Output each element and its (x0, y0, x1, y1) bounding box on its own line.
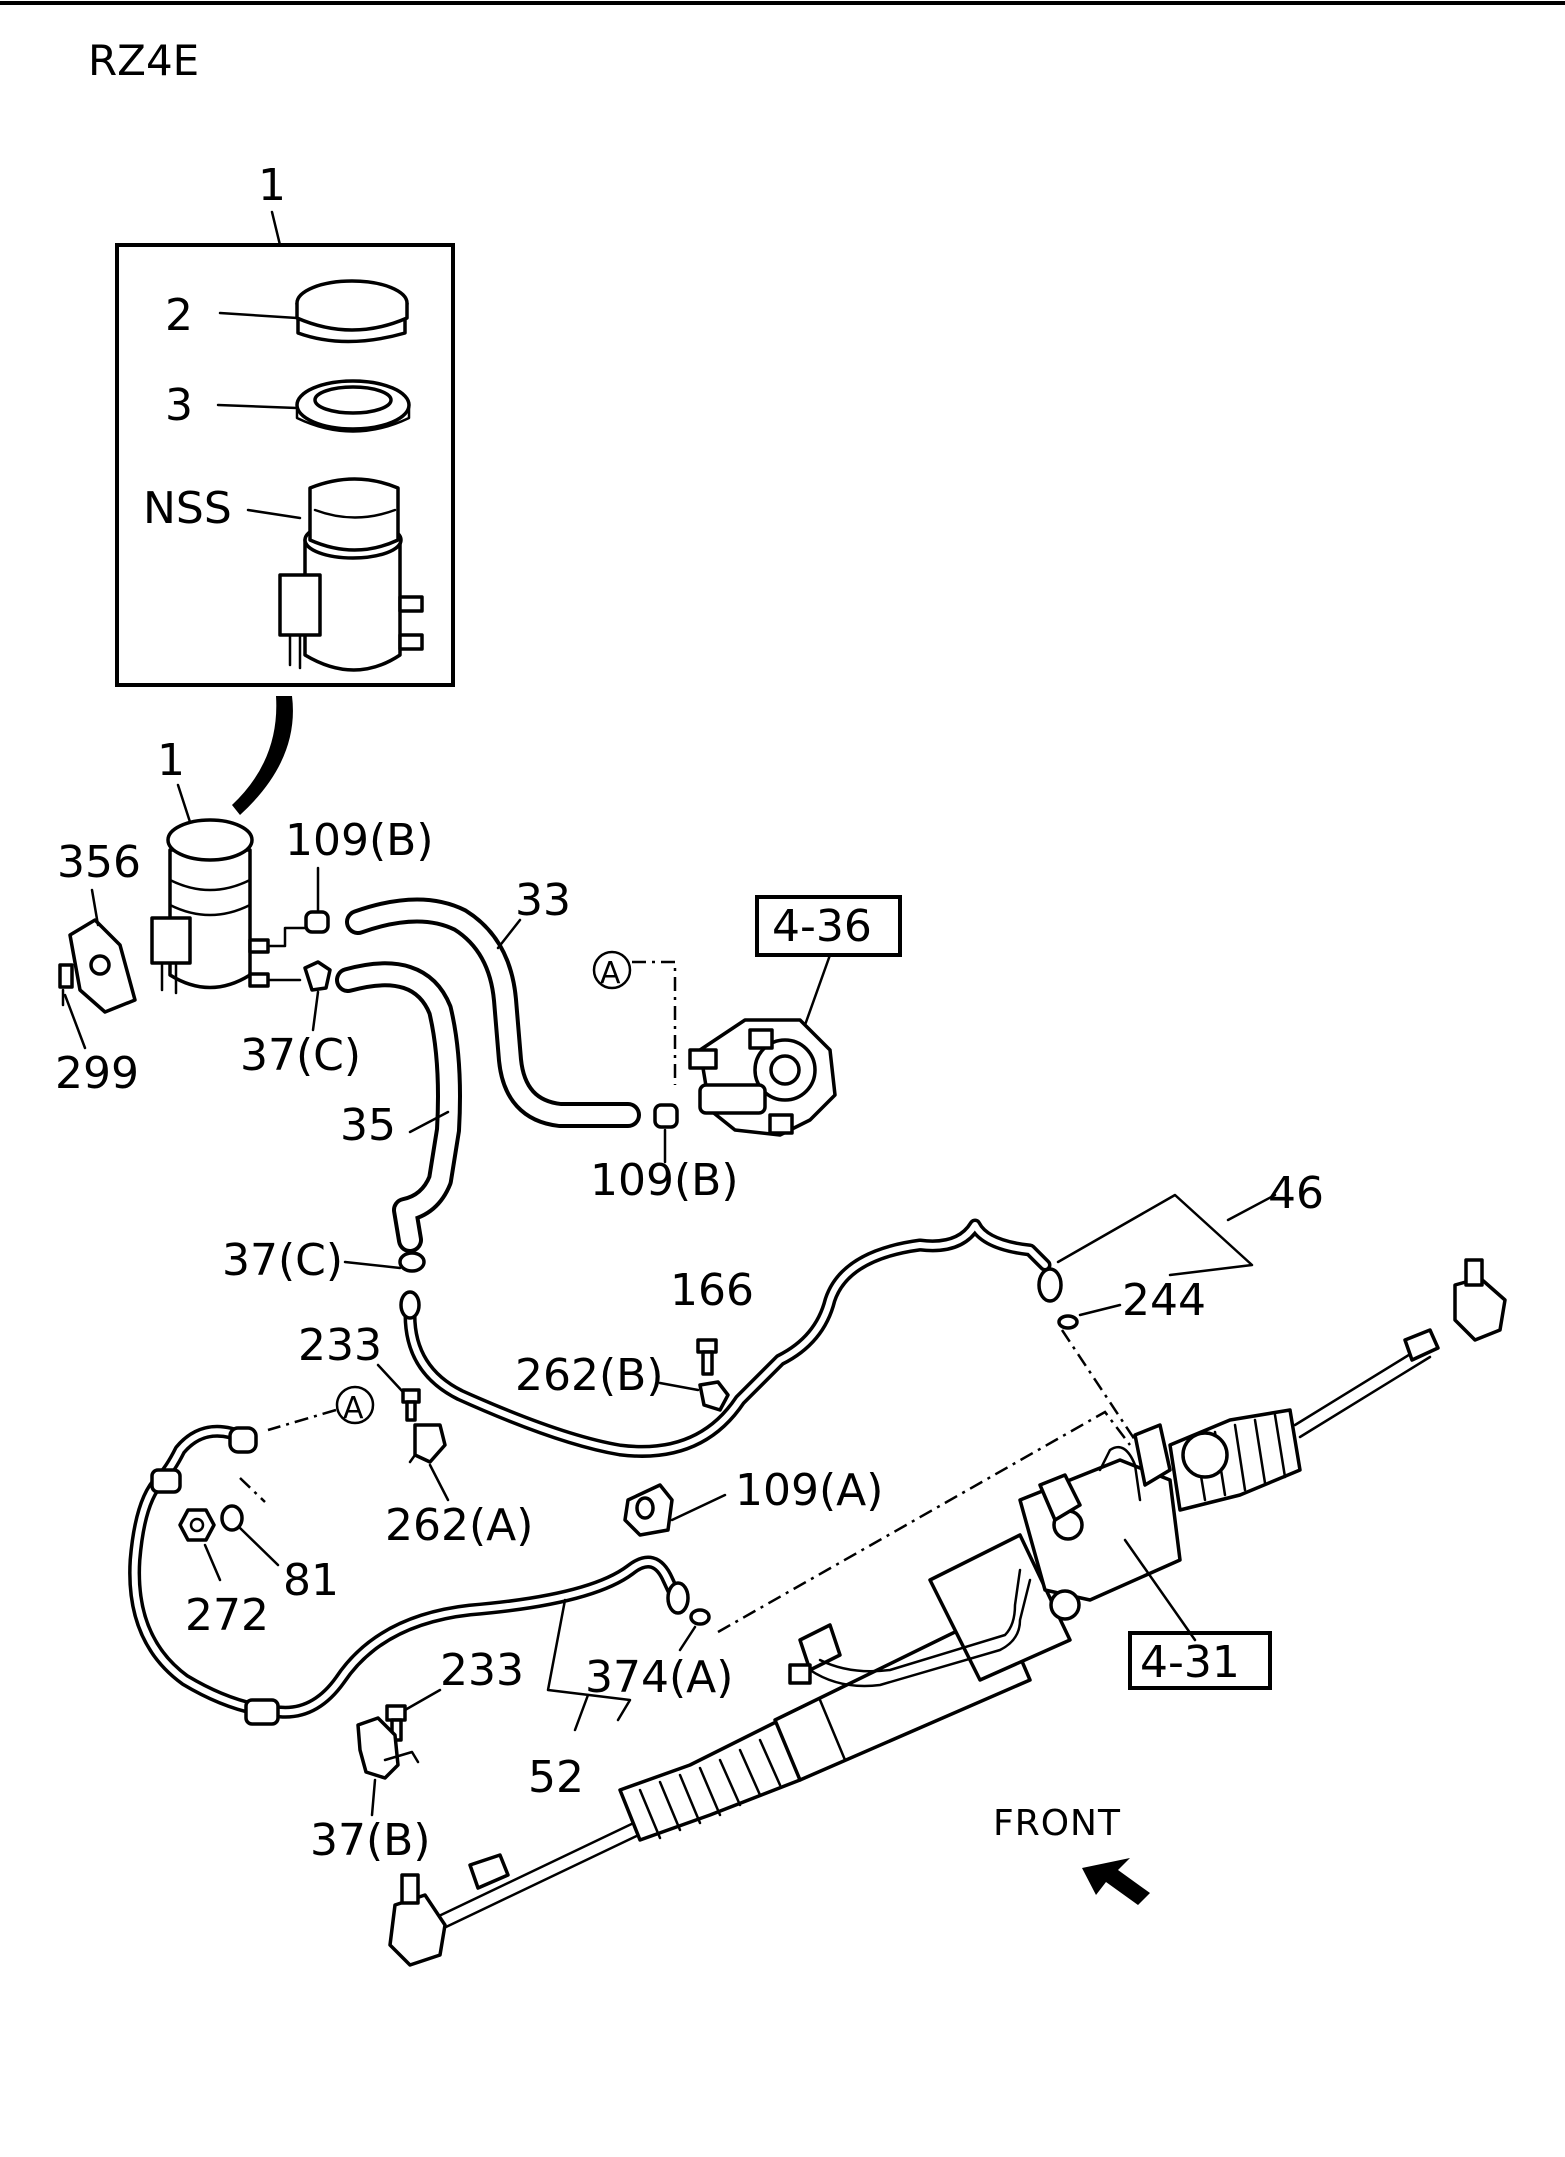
oring-244-part (1057, 1314, 1079, 1330)
ref-a-upper-circle (592, 950, 632, 990)
callout-2: 2 (165, 290, 193, 341)
clip-109b-lower-part (653, 1103, 679, 1129)
callout-35: 35 (340, 1100, 396, 1151)
pipe-52-fitting-top (399, 1290, 421, 1320)
pipe-52-collar-bottom (244, 1698, 280, 1726)
pipe-52-fitting-gear (666, 1581, 690, 1615)
callout-299: 299 (55, 1048, 139, 1099)
callout-gear-ref: 4-31 (1140, 1637, 1240, 1688)
detail-pointer-arrow (232, 696, 293, 815)
callout-37b: 37(B) (310, 1815, 431, 1866)
ref-a-lower-circle (335, 1385, 375, 1425)
callout-244: 244 (1122, 1275, 1206, 1326)
front-label: FRONT (993, 1803, 1121, 1844)
nut-272-part (178, 1508, 216, 1542)
callout-46: 46 (1268, 1168, 1324, 1219)
hose-35 (335, 961, 462, 1253)
pump-ref-box (755, 895, 902, 957)
pipe-46 (403, 1218, 1052, 1458)
callout-3: 3 (165, 380, 193, 431)
callout-109b-upper: 109(B) (285, 815, 434, 866)
callout-356: 356 (57, 837, 141, 888)
callout-pump-ref: 4-36 (772, 901, 872, 952)
washer-81-part (220, 1504, 244, 1532)
pipe-52-end-fitting (228, 1426, 258, 1454)
callout-262b: 262(B) (515, 1350, 664, 1401)
model-code: RZ4E (88, 36, 199, 85)
callout-109a: 109(A) (735, 1465, 883, 1516)
reservoir-assembly (150, 818, 270, 995)
pipe-52-collar-left (150, 1468, 182, 1494)
callout-33: 33 (515, 875, 571, 926)
pump-part (688, 1018, 837, 1137)
callout-233-lower: 233 (440, 1645, 524, 1696)
clip-262a-part (408, 1423, 447, 1464)
clip-262b-part (698, 1380, 730, 1412)
oring-374a-part (689, 1608, 711, 1626)
callout-233-upper: 233 (298, 1320, 382, 1371)
callout-166: 166 (670, 1265, 754, 1316)
callout-272: 272 (185, 1590, 269, 1641)
gear-ref-box (1128, 1631, 1272, 1690)
callout-1-top: 1 (258, 160, 286, 211)
hose-33 (345, 897, 641, 1128)
bolt-166-part (696, 1338, 718, 1376)
callout-ref-a-upper: A (600, 956, 621, 991)
bracket-part (58, 918, 137, 1014)
callout-109b-lower: 109(B) (590, 1155, 739, 1206)
front-arrow-icon (1082, 1858, 1150, 1905)
cap-part (295, 279, 409, 344)
clamp-37c-lower-part (398, 1251, 426, 1273)
grommet-109a-part (623, 1483, 674, 1537)
callout-262a: 262(A) (385, 1500, 533, 1551)
callout-81: 81 (283, 1555, 339, 1606)
callout-ref-a-lower: A (343, 1391, 364, 1426)
bolt-233-upper-part (401, 1388, 421, 1422)
clamp-37b-part (356, 1716, 420, 1780)
reservoir-body-part (278, 477, 424, 672)
clip-109b-upper-part (304, 910, 330, 934)
clamp-37c-upper-part (303, 960, 332, 992)
callout-1: 1 (157, 735, 185, 786)
pipe-46-fitting (1037, 1267, 1063, 1303)
reservoir-detail-box: 1 2 3 NSS (115, 160, 455, 687)
callout-52: 52 (528, 1752, 584, 1803)
callout-37c-upper: 37(C) (240, 1030, 361, 1081)
steering-gear-part (388, 1258, 1507, 1967)
callout-37c-lower: 37(C) (222, 1235, 343, 1286)
callout-nss: NSS (143, 483, 232, 534)
seal-part (295, 379, 411, 433)
callout-374a: 374(A) (585, 1652, 733, 1703)
